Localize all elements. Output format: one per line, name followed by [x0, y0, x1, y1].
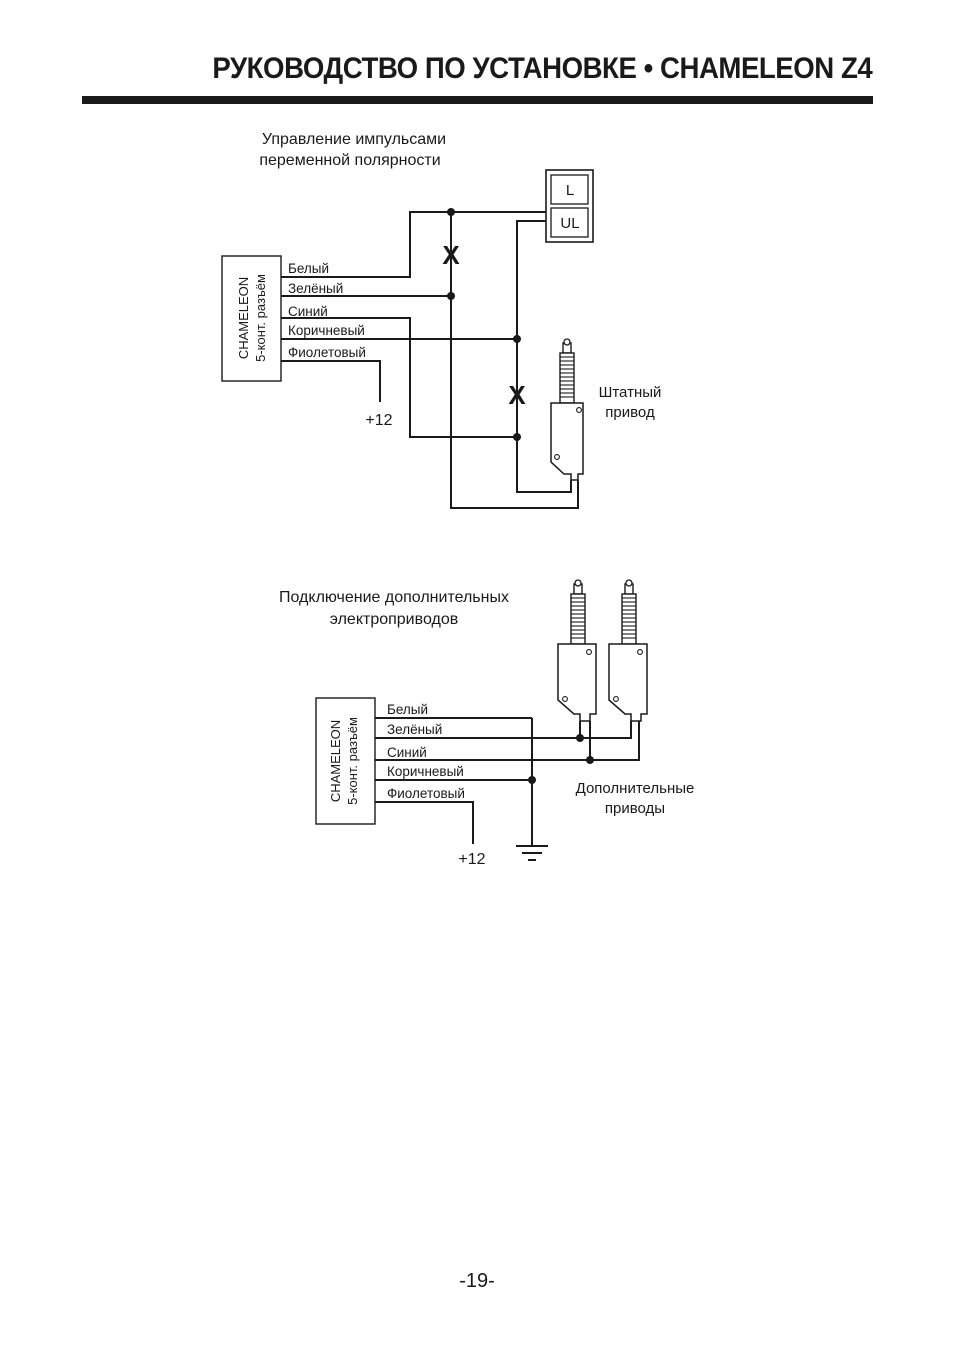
diagram1-wire-label-violet: Фиолетовый	[288, 345, 366, 360]
diagram-additional-actuators: Подключение дополнительных электропривод…	[279, 579, 695, 868]
diagram1-wire-label-green: Зелёный	[288, 281, 343, 296]
diagram1-junctions	[447, 208, 521, 441]
diagram1-wire-label-brown: Коричневый	[288, 323, 365, 338]
diagram1-switch-l-label: L	[566, 182, 574, 199]
diagram1-switch-ul-terminal	[550, 207, 589, 238]
diagram2-actuators-label-line2: приводы	[605, 800, 665, 817]
diagram1-caption-line2: переменной полярности	[259, 152, 440, 169]
diagram2-wire-label-green: Зелёный	[387, 722, 442, 737]
diagram1-wires	[281, 211, 579, 509]
diagram2-wire-label-brown: Коричневый	[387, 764, 464, 779]
diagram2-actuators-label-line1: Дополнительные	[576, 780, 695, 797]
diagram1-switch-l-terminal	[550, 174, 589, 205]
diagram1-cut-mark-lower: X	[508, 380, 526, 410]
ground-icon	[516, 845, 548, 861]
header-rule	[82, 96, 873, 104]
diagram1-cut-mark-upper: X	[442, 240, 460, 270]
diagram1-connector-box	[221, 255, 282, 382]
diagram1-caption-line1: Управление импульсами	[262, 131, 446, 148]
diagram2-wire-label-blue: Синий	[387, 745, 427, 760]
diagram2-connector-label-line2: 5-конт. разъём	[345, 717, 360, 805]
diagram2-caption-line1: Подключение дополнительных	[279, 589, 509, 606]
diagram1-connector-label-line2: 5-конт. разъём	[253, 274, 268, 362]
diagram2-wires	[375, 717, 640, 845]
diagram2-wire-label-violet: Фиолетовый	[387, 786, 465, 801]
diagram1-power-label: +12	[365, 412, 392, 429]
diagram2-connector-box	[315, 697, 376, 825]
diagram2-wire-label-white: Белый	[387, 702, 428, 717]
diagram2-connector-label-line1: CHAMELEON	[328, 720, 343, 802]
diagram1-wire-label-blue: Синий	[288, 304, 328, 319]
diagram2-caption-line2: электроприводов	[330, 611, 458, 628]
diagram1-actuator-label-line2: привод	[605, 404, 655, 421]
diagram1-switch-ul-label: UL	[560, 215, 579, 232]
diagram-polarity-control: Управление импульсами переменной полярно…	[221, 131, 662, 509]
diagram1-connector-label-line1: CHAMELEON	[236, 277, 251, 359]
diagram2-junctions	[528, 734, 594, 784]
page-number: -19-	[459, 1270, 495, 1292]
diagram1-actuator-label-line1: Штатный	[599, 384, 662, 401]
diagram2-actuator-1-icon	[557, 579, 597, 722]
diagram1-factory-actuator-icon	[550, 338, 584, 481]
page-header-title: РУКОВОДСТВО ПО УСТАНОВКЕ • CHAMELEON Z4	[212, 52, 872, 85]
diagram2-actuator-2-icon	[608, 579, 648, 722]
diagram2-power-label: +12	[458, 851, 485, 868]
diagram1-wire-label-white: Белый	[288, 261, 329, 276]
